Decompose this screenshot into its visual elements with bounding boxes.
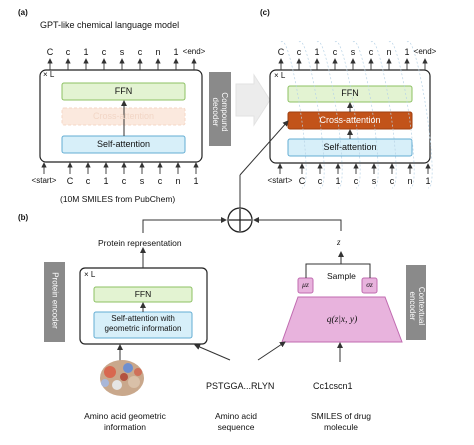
panel-c-repeat-label: × L — [274, 71, 286, 80]
seq-arrow-to-posterior — [257, 341, 286, 361]
panel-a-input-token-7: n — [175, 176, 181, 186]
panel-a-cross-attention-label: Cross-attention — [92, 111, 155, 121]
panel-c-output-token-7: 1 — [404, 47, 410, 57]
panel-a-self-attention-label: Self-attention — [96, 139, 151, 149]
panel-c-input-token-1: C — [298, 176, 306, 186]
panel-a-output-token-0: C — [46, 47, 54, 57]
panel-c-input-token-2: c — [317, 176, 323, 186]
panel-a-output-token-5: c — [137, 47, 143, 57]
panel-a-output-token-3: c — [101, 47, 107, 57]
posterior-label: q(z|x, y) — [326, 315, 358, 325]
panel-a-input-token-8: 1 — [193, 176, 199, 186]
compound-decoder-label: Compound decoder — [211, 92, 229, 132]
panel-c-feedback-arc-7 — [406, 41, 433, 189]
smiles-text: Cc1cscn1 — [313, 381, 353, 391]
panel-a-output-token-6: n — [155, 47, 161, 57]
sample-label: Sample — [327, 271, 356, 281]
panel-c-feedback-arc-2 — [316, 41, 343, 189]
panel-c-output-token-3: c — [332, 47, 338, 57]
panel-c-output-token-0: C — [277, 47, 285, 57]
caption-geometric: Amino acid geometric information — [84, 411, 166, 432]
panel-a-output-token-1: c — [65, 47, 71, 57]
a-to-c-transfer-arrow — [235, 73, 271, 127]
mu-label: μz — [302, 280, 309, 289]
panel-c-self-attention-label: Self-attention — [323, 142, 377, 152]
panel-a-ffn-label: FFN — [114, 86, 133, 96]
panel-c-input-token-6: c — [389, 176, 395, 186]
posterior-trapezoid — [281, 296, 403, 343]
panel-c-feedback-arc-0 — [280, 41, 307, 189]
panel-c-output-token-2: 1 — [314, 47, 320, 57]
panel-c-output-token-5: c — [368, 47, 374, 57]
sample-bracket — [305, 263, 371, 278]
protein-rep-to-sum — [142, 217, 227, 233]
panel-c-cross-attention-label: Cross-attention — [319, 115, 381, 125]
panel-a-repeat-label: × L — [43, 70, 55, 79]
panel-c-input-token-0: <start> — [267, 176, 293, 185]
panel-c-ffn-label: FFN — [341, 88, 359, 98]
panel-b-label: (b) — [18, 213, 29, 222]
seq-arrow-to-protein — [194, 344, 231, 361]
z-to-sum — [253, 217, 342, 231]
panel-a-label: (a) — [18, 8, 28, 17]
panel-c-feedback-arc-5 — [370, 41, 397, 189]
panel-a-caption: (10M SMILES from PubChem) — [60, 194, 176, 204]
panel-a-output-token-8: <end> — [182, 47, 206, 56]
panel-a-title: GPT-like chemical language model — [40, 20, 180, 30]
arrow-sum-to-crossattn-head — [239, 120, 289, 176]
panel-c-input-token-5: s — [371, 176, 377, 186]
caption-sequence: Amino acid sequence — [214, 411, 258, 432]
contextual-encoder-label: Contextual encoder — [408, 286, 426, 326]
panel-a-input-token-2: c — [85, 176, 91, 186]
protein-repeat-label: × L — [84, 270, 96, 279]
panel-c-output-token-8: <end> — [413, 47, 437, 56]
protein-ffn-label: FFN — [134, 289, 152, 299]
panel-c-output-token-6: n — [386, 47, 392, 57]
panel-a-input-token-4: c — [121, 176, 127, 186]
sigma-label: σz — [366, 280, 373, 289]
panel-c-feedback-arc-3 — [334, 41, 361, 189]
panel-c-label: (c) — [260, 8, 270, 17]
panel-c-feedback-arc-4 — [352, 41, 379, 189]
panel-c-input-token-8: 1 — [425, 176, 431, 186]
token-arrows-group — [41, 41, 433, 189]
panel-c-input-token-7: n — [407, 176, 413, 186]
panel-a-output-token-7: 1 — [173, 47, 179, 57]
panel-a-input-token-1: C — [66, 176, 74, 186]
panel-c-feedback-arc-6 — [388, 41, 415, 189]
panel-a-input-token-6: c — [157, 176, 163, 186]
sequence-text: PSTGGA...RLYN — [206, 381, 275, 391]
panel-a-input-token-0: <start> — [31, 176, 57, 185]
contextual-encoder-label-box — [406, 265, 426, 340]
panel-c-input-token-3: 1 — [335, 176, 341, 186]
protein-encoder-label: Protein encoder — [50, 272, 60, 329]
panel-c-input-token-4: c — [353, 176, 359, 186]
compound-decoder-label-box — [209, 72, 231, 146]
protein-structure-image — [100, 360, 144, 396]
panel-a-input-token-3: 1 — [103, 176, 109, 186]
z-label: z — [337, 237, 341, 247]
panel-c-feedback-arc-1 — [298, 41, 325, 189]
protein-encoder-label-box — [44, 262, 65, 342]
panel-c-output-token-1: c — [296, 47, 302, 57]
protein-representation-label: Protein representation — [98, 238, 182, 248]
panel-a-output-token-2: 1 — [83, 47, 89, 57]
panel-a-input-token-5: s — [139, 176, 145, 186]
panel-a-output-token-4: s — [119, 47, 125, 57]
protein-self-attention-label: Self-attention with geometric informatio… — [104, 314, 182, 333]
caption-smiles: SMILES of drug molecule — [310, 411, 371, 432]
panel-c-output-token-4: s — [350, 47, 356, 57]
